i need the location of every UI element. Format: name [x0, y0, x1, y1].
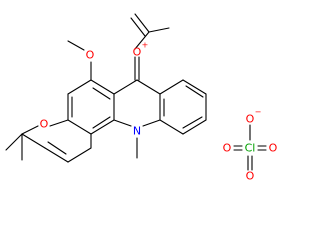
perchlorate-oxygen-bottom-label: O — [246, 170, 255, 183]
bond — [113, 119, 132, 127]
perchlorate-oxygen-top-label: O — [246, 113, 255, 126]
bond — [142, 119, 161, 127]
bond — [21, 133, 46, 149]
bond — [67, 119, 92, 135]
bond — [134, 31, 150, 50]
bond — [49, 119, 69, 127]
bond — [67, 79, 92, 95]
bond-lines — [5, 13, 267, 171]
chlorine-label: Cl — [245, 142, 256, 155]
bond — [5, 133, 23, 151]
bond — [159, 119, 184, 135]
bond — [90, 119, 115, 135]
atom-labels: O + O O N Cl O − O O O — [40, 41, 278, 183]
bond — [44, 147, 69, 163]
perchlorate-oxygen-left-label: O — [223, 142, 232, 155]
bond — [182, 119, 207, 135]
bond — [21, 125, 39, 135]
bond — [136, 79, 161, 95]
bond — [47, 141, 67, 155]
bond — [92, 87, 111, 100]
methoxy-oxygen-label: O — [86, 49, 95, 62]
carbonyl-oxygen-charge: + — [142, 41, 149, 50]
bond — [148, 27, 170, 33]
amine-nitrogen-label: N — [133, 125, 141, 138]
bond — [182, 79, 207, 95]
bond — [92, 116, 111, 129]
structure-diagram: O + O O N Cl O − O O O — [5, 13, 278, 183]
bond — [134, 13, 150, 33]
pyran-oxygen-label: O — [40, 118, 49, 131]
bond — [67, 40, 85, 51]
carbonyl-oxygen-label: O — [133, 46, 142, 59]
bond — [130, 17, 146, 37]
bond — [159, 79, 184, 95]
bond — [67, 147, 92, 163]
perchlorate-oxygen-charge: − — [255, 108, 262, 117]
bond — [90, 79, 115, 95]
perchlorate-oxygen-right-label: O — [269, 142, 278, 155]
bond — [182, 116, 203, 129]
bond — [113, 79, 138, 95]
bond — [185, 85, 204, 98]
